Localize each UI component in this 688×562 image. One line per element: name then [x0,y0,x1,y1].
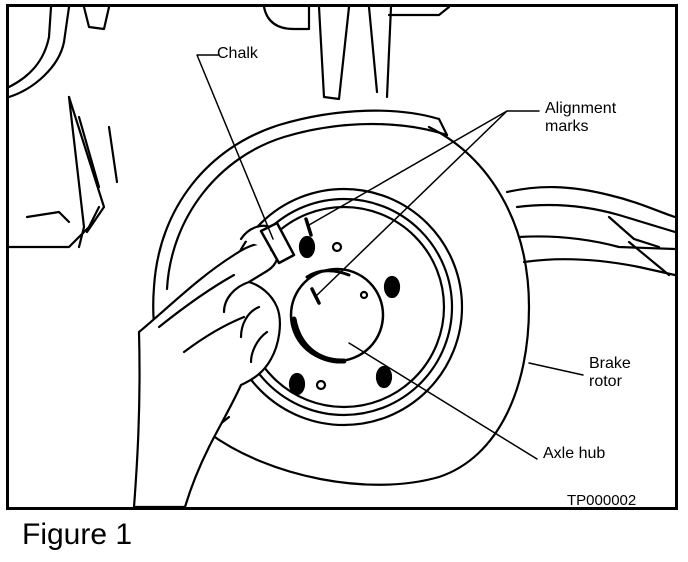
alignment-mark-rotor [304,217,313,237]
brake-rotor [207,125,531,486]
label-brake-rotor-2: rotor [589,373,622,390]
backing-plate-edge [165,122,449,291]
vehicle-body [9,7,675,277]
label-brake-rotor-1: Brake [589,355,631,372]
leader-lines [196,54,584,460]
figure-code: TP000002 [567,492,637,509]
label-alignment-marks-1: Alignment [545,100,617,117]
label-alignment-marks-2: marks [545,118,589,135]
figure-caption: Figure 1 [22,518,133,551]
lug-studs [288,235,401,396]
label-axle-hub: Axle hub [543,445,606,462]
illustration [9,7,675,507]
label-chalk: Chalk [217,45,258,62]
lug-holes [315,241,369,391]
chalk-stick [259,221,296,265]
figure-frame: Chalk Alignment marks Brake rotor Axle h… [6,4,678,510]
